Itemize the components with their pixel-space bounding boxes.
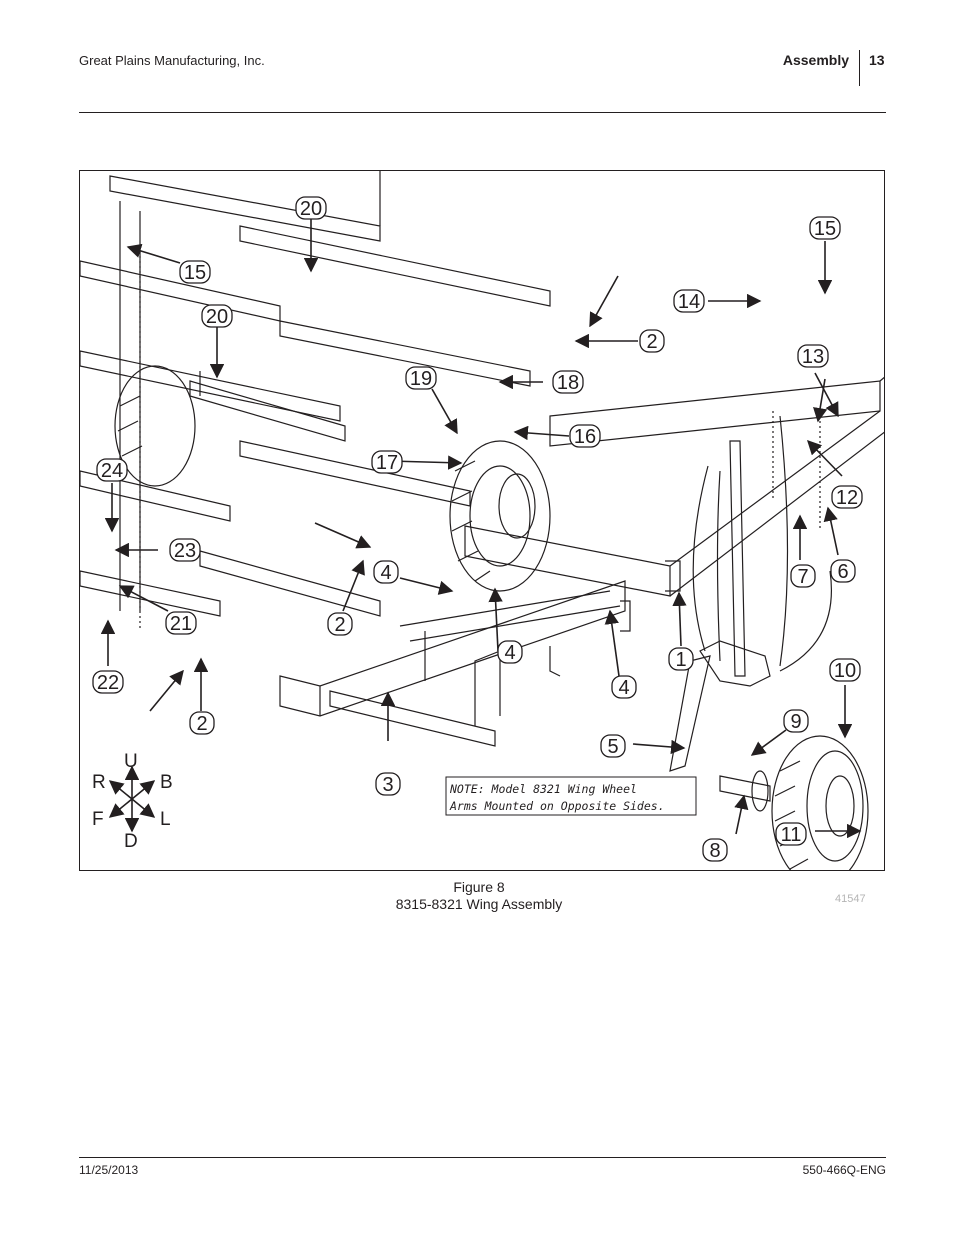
- note-box: NOTE: Model 8321 Wing Wheel Arms Mounted…: [445, 776, 697, 816]
- svg-text:22: 22: [97, 672, 119, 694]
- svg-text:8: 8: [709, 840, 720, 862]
- note-line-1: NOTE: Model 8321 Wing Wheel: [449, 782, 637, 796]
- svg-text:13: 13: [802, 346, 824, 368]
- callout-2b: 2: [189, 711, 215, 735]
- callout-13: 13: [797, 344, 829, 368]
- dir-up-label: U: [124, 751, 138, 772]
- svg-text:5: 5: [607, 736, 618, 758]
- footer-doc-number: 550-466Q-ENG: [802, 1163, 886, 1177]
- callout-20b: 20: [201, 304, 233, 328]
- svg-text:24: 24: [101, 460, 123, 482]
- callout-10: 10: [829, 658, 861, 682]
- wing-assembly-figure: U R B F L D NOTE: Model 8321 Wing Wheel …: [79, 170, 885, 871]
- dir-down-label: D: [124, 831, 138, 852]
- assembly-drawing: U R B F L D NOTE: Model 8321 Wing Wheel …: [80, 171, 884, 870]
- svg-text:4: 4: [380, 562, 391, 584]
- svg-text:4: 4: [618, 677, 629, 699]
- note-line-2: Arms Mounted on Opposite Sides.: [449, 799, 665, 813]
- callout-15a: 15: [179, 260, 211, 284]
- svg-text:9: 9: [790, 711, 801, 733]
- svg-text:2: 2: [196, 713, 207, 735]
- callout-21: 21: [165, 611, 197, 635]
- svg-text:4: 4: [504, 642, 515, 664]
- callout-16: 16: [569, 424, 601, 448]
- dir-left-label: L: [160, 809, 171, 830]
- svg-text:18: 18: [557, 372, 579, 394]
- direction-compass: U R B F L D: [92, 751, 173, 852]
- svg-text:16: 16: [574, 426, 596, 448]
- svg-text:20: 20: [206, 306, 228, 328]
- callout-2c: 2: [639, 329, 665, 353]
- callout-4c: 4: [611, 675, 637, 699]
- svg-text:15: 15: [814, 218, 836, 240]
- callout-19: 19: [405, 366, 437, 390]
- footer-rule: [79, 1157, 886, 1158]
- footer-date: 11/25/2013: [79, 1163, 139, 1177]
- callout-4a: 4: [373, 560, 399, 584]
- figure-id: 41547: [835, 893, 866, 905]
- callout-22: 22: [92, 670, 124, 694]
- svg-text:12: 12: [836, 487, 858, 509]
- dir-back-label: B: [160, 772, 173, 793]
- callout-23: 23: [169, 538, 201, 562]
- header-divider: [859, 50, 860, 86]
- svg-text:2: 2: [334, 614, 345, 636]
- svg-text:2: 2: [646, 331, 657, 353]
- svg-text:3: 3: [382, 774, 393, 796]
- dir-right-label: R: [92, 772, 106, 793]
- callout-20a: 20: [295, 196, 327, 220]
- page-number: 13: [869, 52, 885, 68]
- svg-text:23: 23: [174, 540, 196, 562]
- callout-15b: 15: [809, 216, 841, 240]
- svg-text:17: 17: [376, 452, 398, 474]
- callout-7: 7: [790, 564, 816, 588]
- callout-24: 24: [96, 458, 128, 482]
- svg-text:10: 10: [834, 660, 856, 682]
- callout-6: 6: [830, 559, 856, 583]
- svg-text:20: 20: [300, 198, 322, 220]
- svg-text:11: 11: [781, 824, 802, 846]
- figure-caption-subtitle: 8315-8321 Wing Assembly: [395, 896, 563, 912]
- company-name: Great Plains Manufacturing, Inc.: [79, 53, 265, 68]
- callout-3: 3: [375, 772, 401, 796]
- svg-text:21: 21: [170, 613, 192, 635]
- svg-text:6: 6: [837, 561, 848, 583]
- callout-11: 11: [775, 822, 807, 846]
- frame-line-art: [80, 171, 884, 870]
- header-rule: [79, 112, 886, 113]
- callout-1: 1: [668, 647, 694, 671]
- callout-12: 12: [831, 485, 863, 509]
- figure-caption-title: Figure 8: [453, 879, 505, 895]
- callout-9: 9: [783, 709, 809, 733]
- svg-text:19: 19: [410, 368, 432, 390]
- svg-text:15: 15: [184, 262, 206, 284]
- callout-5: 5: [600, 734, 626, 758]
- svg-text:7: 7: [797, 566, 808, 588]
- callout-4b: 4: [497, 640, 523, 664]
- callout-labels: 20 15 20 19 17 24: [92, 196, 863, 862]
- dir-front-label: F: [92, 809, 104, 830]
- callout-14: 14: [673, 289, 705, 313]
- svg-text:1: 1: [675, 649, 686, 671]
- callout-17: 17: [371, 450, 403, 474]
- leader-arrows: [100, 219, 862, 839]
- callout-2a: 2: [327, 612, 353, 636]
- callout-8: 8: [702, 838, 728, 862]
- section-title: Assembly: [782, 52, 849, 68]
- svg-text:14: 14: [678, 291, 700, 313]
- callout-18: 18: [552, 370, 584, 394]
